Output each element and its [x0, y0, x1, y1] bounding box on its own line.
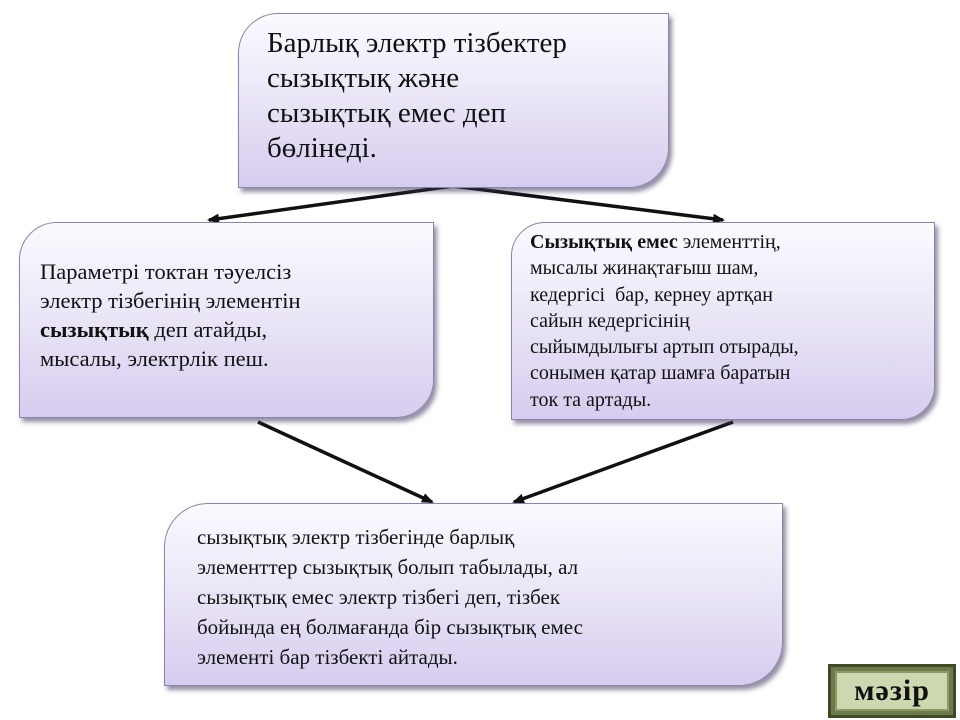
bottom-line-5: элементі бар тізбекті айтады.: [197, 645, 458, 669]
left-line-3-bold: сызықтық: [40, 317, 149, 342]
right-line-1: Сызықтық емес элементтің,: [530, 229, 926, 255]
nonlinear-definition-box: Сызықтық емес элементтің, мысалы жинақта…: [511, 222, 935, 420]
right-line-4: сайын кедергісінің: [530, 309, 690, 332]
menu-button-label: мәзір: [835, 671, 949, 711]
left-line-4: мысалы, электрлік пеш.: [40, 346, 269, 371]
right-line-1-rest: элементтің,: [677, 231, 781, 253]
bottom-line-3: сызықтық емес электр тізбегі деп, тізбек: [197, 585, 561, 609]
left-line-1: Параметрі токтан тәуелсіз: [40, 259, 292, 284]
arrow-left-to-bottom: [257, 420, 434, 504]
linear-definition-box: Параметрі токтан тәуелсіз электр тізбегі…: [19, 222, 434, 418]
arrow-right-to-bottom: [512, 420, 734, 504]
bottom-line-1: сызықтық электр тізбегінде барлық: [197, 525, 515, 549]
top-line-4: бөлінеді.: [267, 132, 377, 164]
right-line-2: мысалы жинақтағыш шам,: [530, 257, 759, 280]
top-line-3: сызықтық емес деп: [267, 97, 506, 129]
right-line-6: сонымен қатар шамға баратын: [530, 362, 791, 385]
right-line-7: ток та артады.: [530, 388, 652, 411]
arrow-top-to-right: [452, 184, 725, 224]
right-line-5: сыйымдылығы артып отырады,: [530, 336, 799, 359]
right-line-1-bold: Сызықтық емес: [530, 231, 678, 253]
left-line-3-rest: деп атайды,: [148, 317, 268, 342]
conclusion-box: сызықтық электр тізбегінде барлық элемен…: [164, 503, 783, 686]
left-line-2: электр тізбегінің элементін: [40, 288, 301, 313]
right-line-3: кедергісі бар, кернеу артқан: [530, 283, 773, 306]
bottom-line-2: элементтер сызықтық болып табылады, ал: [197, 555, 579, 579]
top-line-2: сызықтық және: [267, 62, 460, 94]
top-concept-box: Барлық электр тізбектер сызықтық және сы…: [238, 13, 669, 188]
top-line-1: Барлық электр тізбектер: [267, 27, 567, 59]
bottom-line-4: бойында ең болмағанда бір сызықтық емес: [197, 615, 583, 639]
left-line-3: сызықтық деп атайды,: [40, 315, 423, 344]
menu-button[interactable]: мәзір: [828, 664, 956, 718]
arrow-top-to-left: [207, 184, 454, 224]
